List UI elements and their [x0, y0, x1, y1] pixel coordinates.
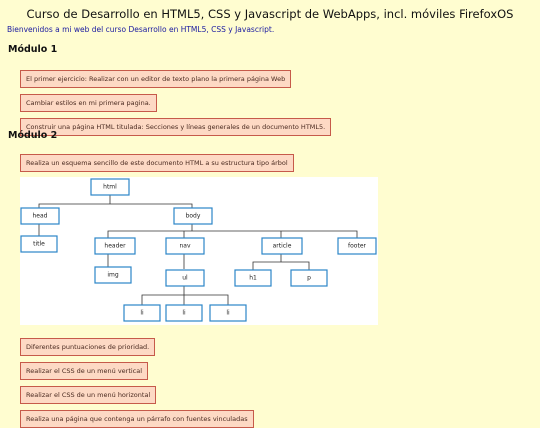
tree-node-li-1: li — [123, 304, 161, 322]
tree-label-article: article — [273, 243, 292, 250]
exercise-link-priority[interactable]: Diferentes puntuaciones de prioridad. — [20, 338, 156, 356]
tree-node-html: html — [90, 178, 130, 196]
tree-node-h1: h1 — [234, 269, 272, 287]
tree-node-article: article — [261, 237, 303, 255]
tree-node-title: title — [20, 235, 58, 253]
tree-label-li-2: li — [182, 310, 186, 317]
module-2-more-exercises: Diferentes puntuaciones de prioridad. Re… — [0, 331, 540, 428]
tree-label-li-1: li — [140, 310, 144, 317]
exercise-link-tree[interactable]: Realiza un esquema sencillo de este docu… — [20, 154, 294, 172]
module-2-heading: Módulo 2 — [8, 130, 58, 141]
exercise-link-vertical-menu[interactable]: Realizar el CSS de un menú vertical — [20, 362, 149, 380]
tree-node-li-3: li — [209, 304, 247, 322]
tree-label-title: title — [33, 241, 45, 248]
tree-label-li-3: li — [226, 310, 230, 317]
tree-node-img: img — [94, 266, 132, 284]
tree-label-p: p — [307, 275, 311, 282]
welcome-text: Bienvenidos a mi web del curso Desarroll… — [7, 25, 275, 34]
tree-node-ul: ul — [165, 269, 205, 287]
tree-label-nav: nav — [179, 243, 190, 250]
module-1-section: Módulo 1 El primer ejercicio: Realizar c… — [0, 44, 540, 136]
tree-label-header: header — [104, 243, 126, 250]
tree-label-head: head — [33, 213, 48, 220]
exercise-link-horizontal-menu[interactable]: Realizar el CSS de un menú horizontal — [20, 386, 157, 404]
exercise-link-linked-fonts[interactable]: Realiza una página que contenga un párra… — [20, 410, 254, 428]
tree-node-nav: nav — [165, 237, 205, 255]
tree-label-html: html — [103, 184, 117, 191]
dom-tree-diagram: html head body title header nav article — [20, 177, 378, 325]
dom-tree-svg: html head body title header nav article — [20, 178, 377, 322]
tree-label-img: img — [107, 272, 119, 279]
tree-node-body: body — [173, 207, 213, 225]
tree-label-h1: h1 — [249, 275, 257, 282]
page-title: Curso de Desarrollo en HTML5, CSS y Java… — [26, 7, 514, 21]
tree-label-ul: ul — [182, 275, 188, 282]
tree-node-head: head — [20, 207, 60, 225]
tree-node-li-2: li — [165, 304, 203, 322]
module-2-section: Módulo 2 Realiza un esquema sencillo de … — [0, 130, 540, 172]
module-1-heading: Módulo 1 — [8, 44, 58, 55]
exercise-link-2[interactable]: Cambiar estilos en mi primera pagina. — [20, 94, 157, 112]
tree-node-p: p — [290, 269, 328, 287]
tree-node-header: header — [94, 237, 136, 255]
tree-node-footer: footer — [337, 237, 377, 255]
tree-label-footer: footer — [348, 243, 366, 250]
tree-label-body: body — [186, 213, 201, 220]
exercise-link-1[interactable]: El primer ejercicio: Realizar con un edi… — [20, 70, 292, 88]
exercise-link-3[interactable]: Construir una página HTML titulada: Secc… — [20, 118, 332, 136]
tree-edges — [38, 195, 358, 305]
